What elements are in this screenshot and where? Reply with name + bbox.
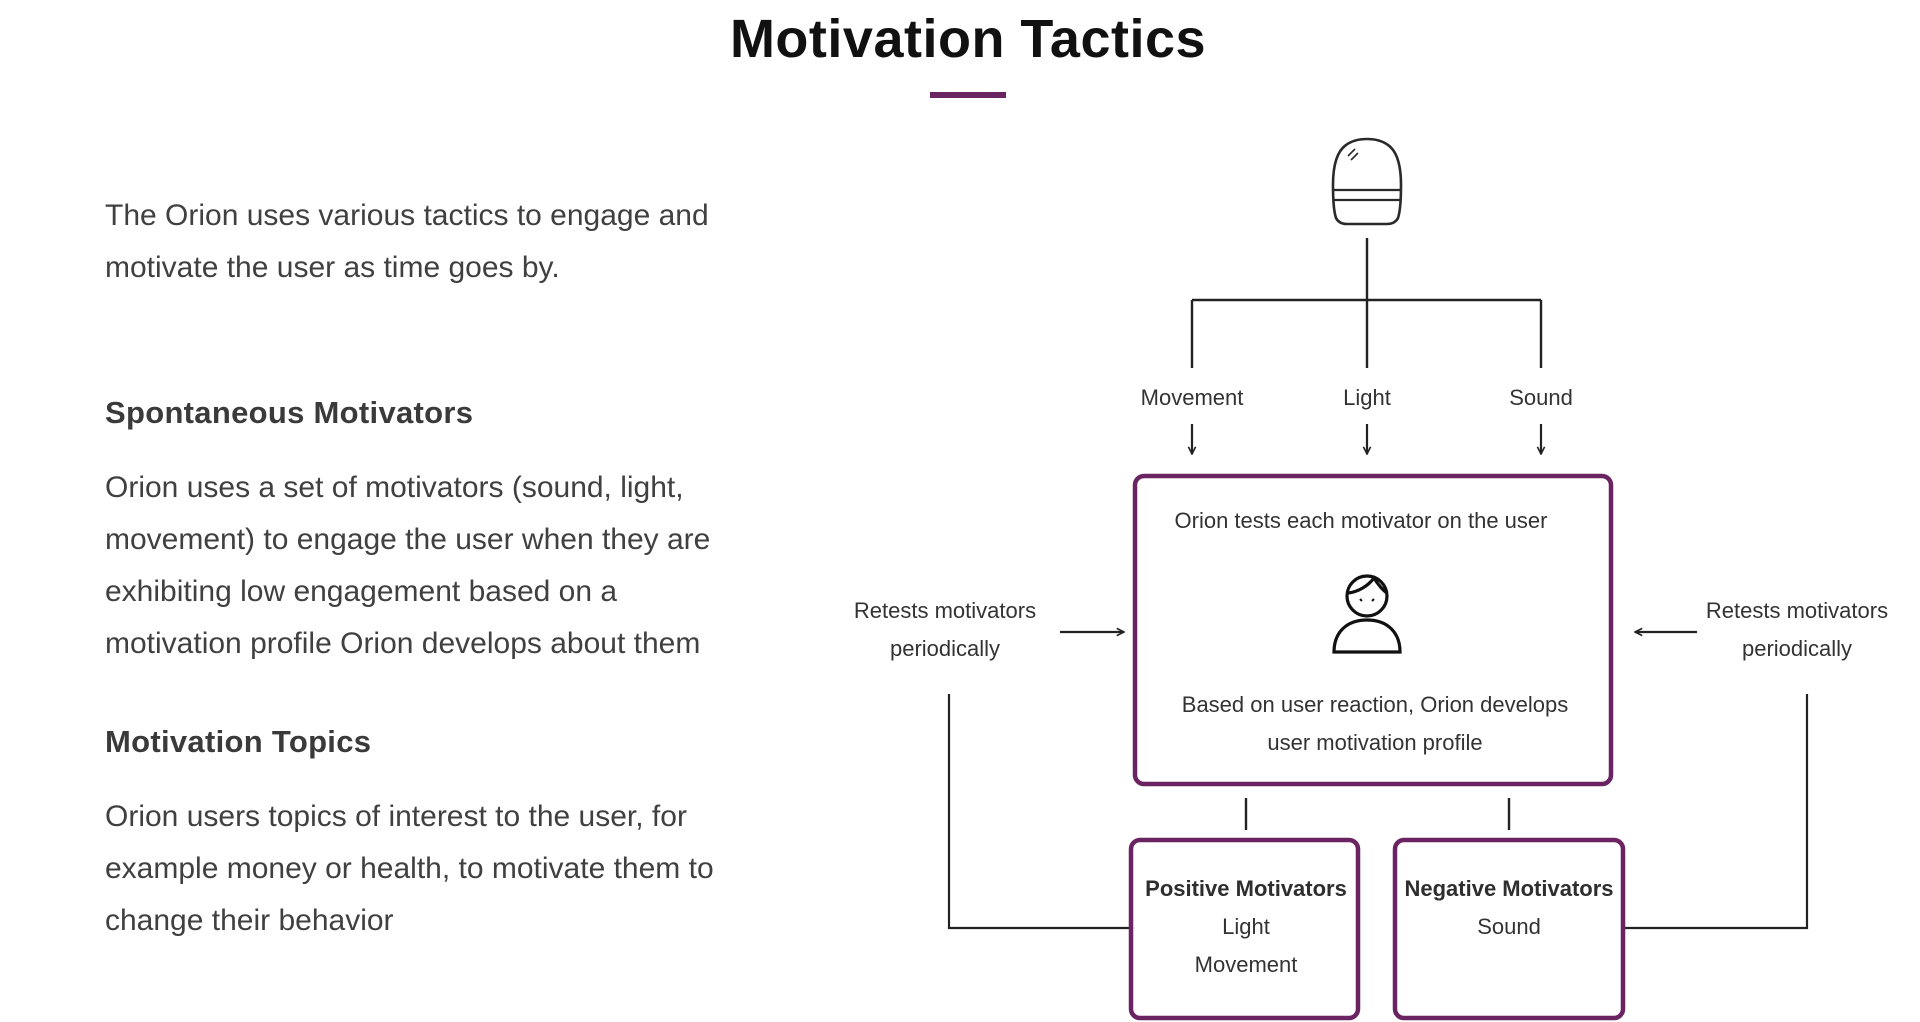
section-body-spontaneous-motivators: Orion uses a set of motivators (sound, l… xyxy=(105,471,711,660)
channel-label-light: Light xyxy=(1343,385,1391,410)
motivator-connectors xyxy=(1244,798,1511,830)
feedback-loop-lines xyxy=(947,694,1809,930)
user-icon xyxy=(1332,574,1402,654)
retest-right-line2: periodically xyxy=(1742,636,1852,661)
title-underline xyxy=(930,92,1006,98)
channel-label-movement: Movement xyxy=(1141,385,1244,410)
intro-text: The Orion uses various tactics to engage… xyxy=(105,199,709,284)
page-title: Motivation Tactics xyxy=(729,9,1207,69)
channel-label-sound: Sound xyxy=(1509,385,1573,410)
positive-motivator-item: Light xyxy=(1222,914,1270,939)
negative-motivators-title: Negative Motivators xyxy=(1404,876,1613,901)
center-box-top-text: Orion tests each motivator on the user xyxy=(1175,508,1548,533)
section-heading-motivation-topics: Motivation Topics xyxy=(105,724,372,759)
positive-motivators-box xyxy=(1128,837,1361,1021)
center-box-bottom-text-line1: Based on user reaction, Orion develops xyxy=(1182,692,1568,717)
section-body-motivation-topics: Orion users topics of interest to the us… xyxy=(105,800,714,937)
channel-connector xyxy=(1190,238,1543,368)
retest-left-line1: Retests motivators xyxy=(854,598,1036,623)
section-heading-spontaneous-motivators: Spontaneous Motivators xyxy=(105,395,474,430)
retest-right-line1: Retests motivators xyxy=(1706,598,1888,623)
orion-device-icon xyxy=(1331,137,1403,226)
center-box xyxy=(1132,473,1614,787)
retest-left-line2: periodically xyxy=(890,636,1000,661)
positive-motivators-title: Positive Motivators xyxy=(1145,876,1347,901)
negative-motivators-box xyxy=(1392,837,1626,1021)
positive-motivator-item: Movement xyxy=(1195,952,1298,977)
negative-motivator-item: Sound xyxy=(1477,914,1541,939)
center-box-bottom-text-line2: user motivation profile xyxy=(1267,730,1482,755)
